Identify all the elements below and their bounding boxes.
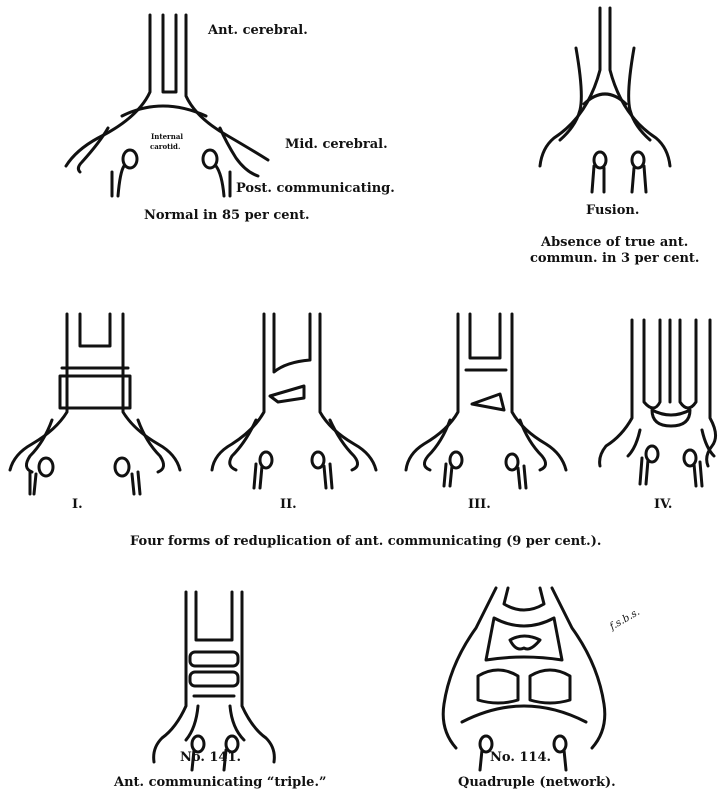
form2-right-outer <box>320 314 376 470</box>
fusion-right-post <box>632 166 646 192</box>
form2-right-carotid <box>312 452 324 468</box>
caption-triple: Ant. communicating “triple.” <box>113 775 326 790</box>
form1-left-post <box>30 472 36 494</box>
diagram-no114: No. 114. Quadruple (network). <box>443 588 616 790</box>
caption-no114: No. 114. <box>490 750 551 765</box>
form3-left-inner <box>424 420 450 470</box>
form2-left-inner <box>230 420 256 470</box>
diagram-form-4: IV. <box>600 320 716 512</box>
caption-form-3: III. <box>468 497 491 512</box>
form1-upper-box <box>80 314 110 346</box>
form4-left-outer <box>600 320 632 466</box>
caption-normal: Normal in 85 per cent. <box>144 208 309 223</box>
form4-right-ant <box>680 320 696 408</box>
caption-form-2: II. <box>280 497 297 512</box>
form4-left-post <box>640 458 648 484</box>
no141-upper-box <box>196 592 232 640</box>
caption-no141: No. 141. <box>180 750 241 765</box>
normal-left-outer <box>66 15 150 166</box>
caption-absence-2: commun. in 3 per cent. <box>530 251 699 266</box>
form4-comm <box>652 410 690 426</box>
diagram-form-3: III. <box>406 314 566 512</box>
no114-upper-cell <box>486 618 562 660</box>
no114-center-cell <box>510 636 540 649</box>
caption-form-1: I. <box>72 497 83 512</box>
form4-right-post <box>694 462 702 486</box>
form3-right-inner <box>520 420 546 470</box>
normal-ant-cerebral-inner <box>163 15 176 92</box>
no114-right-outer <box>552 588 605 748</box>
form1-right-post <box>132 472 140 494</box>
form3-right-post <box>518 466 526 488</box>
normal-right-post-comm <box>216 166 230 196</box>
form2-left-post <box>254 464 262 488</box>
diagram-no141: No. 141. Ant. communicating “triple.” <box>113 592 326 790</box>
no141-inner <box>186 706 244 740</box>
diagram-form-2: II. <box>212 314 376 512</box>
no114-left-cell <box>478 670 518 703</box>
no141-comm-1 <box>190 652 238 666</box>
no114-right-cell <box>530 670 570 703</box>
fusion-left-carotid <box>594 152 606 168</box>
form2-right-post <box>324 464 332 488</box>
no141-comm-2 <box>190 672 238 686</box>
caption-reduplication: Four forms of reduplication of ant. comm… <box>130 534 601 549</box>
caption-absence-1: Absence of true ant. <box>540 235 688 250</box>
caption-quadruple: Quadruple (network). <box>458 775 616 790</box>
caption-form-4: IV. <box>654 497 672 512</box>
no141-right-outer <box>242 592 274 762</box>
artist-signature: f.s.b.s. <box>607 607 642 633</box>
diagram-form-1: I. <box>10 314 180 512</box>
form3-lower-comm <box>472 394 504 410</box>
fusion-right-outer <box>610 8 670 166</box>
fusion-right-carotid <box>632 152 644 168</box>
form3-left-post <box>444 464 452 486</box>
no141-left-outer <box>154 592 186 762</box>
label-internal: Internal <box>151 132 183 141</box>
label-carotid: carotid. <box>150 142 180 151</box>
diagram-normal: Ant. cerebral. Internal carotid. Mid. ce… <box>66 15 395 223</box>
form3-left-outer <box>406 314 458 470</box>
form1-left-carotid <box>39 458 53 476</box>
normal-left-post-comm <box>112 166 124 196</box>
label-mid-cerebral: Mid. cerebral. <box>285 137 388 152</box>
fusion-left-outer <box>540 8 600 166</box>
form4-left-ant <box>644 320 660 408</box>
form2-upper <box>274 314 310 372</box>
form2-lower-comm <box>270 386 304 402</box>
no114-lower-arc <box>462 706 586 722</box>
normal-left-inner <box>78 128 108 172</box>
label-ant-cerebral: Ant. cerebral. <box>207 23 308 38</box>
no114-left-outer <box>443 588 496 748</box>
form3-upper-box <box>470 314 500 358</box>
form2-left-outer <box>212 314 264 470</box>
label-post-communicating: Post. communicating. <box>236 181 395 196</box>
form1-right-carotid <box>115 458 129 476</box>
form1-lower-box <box>60 376 130 408</box>
no114-top-loop <box>504 588 544 610</box>
form4-left-inner <box>628 430 640 456</box>
fusion-left-post <box>592 166 604 192</box>
form3-right-outer <box>512 314 566 470</box>
diagram-fusion: Fusion. Absence of true ant. commun. in … <box>530 8 699 266</box>
form3-right-carotid <box>506 454 518 470</box>
caption-fusion: Fusion. <box>586 203 639 218</box>
